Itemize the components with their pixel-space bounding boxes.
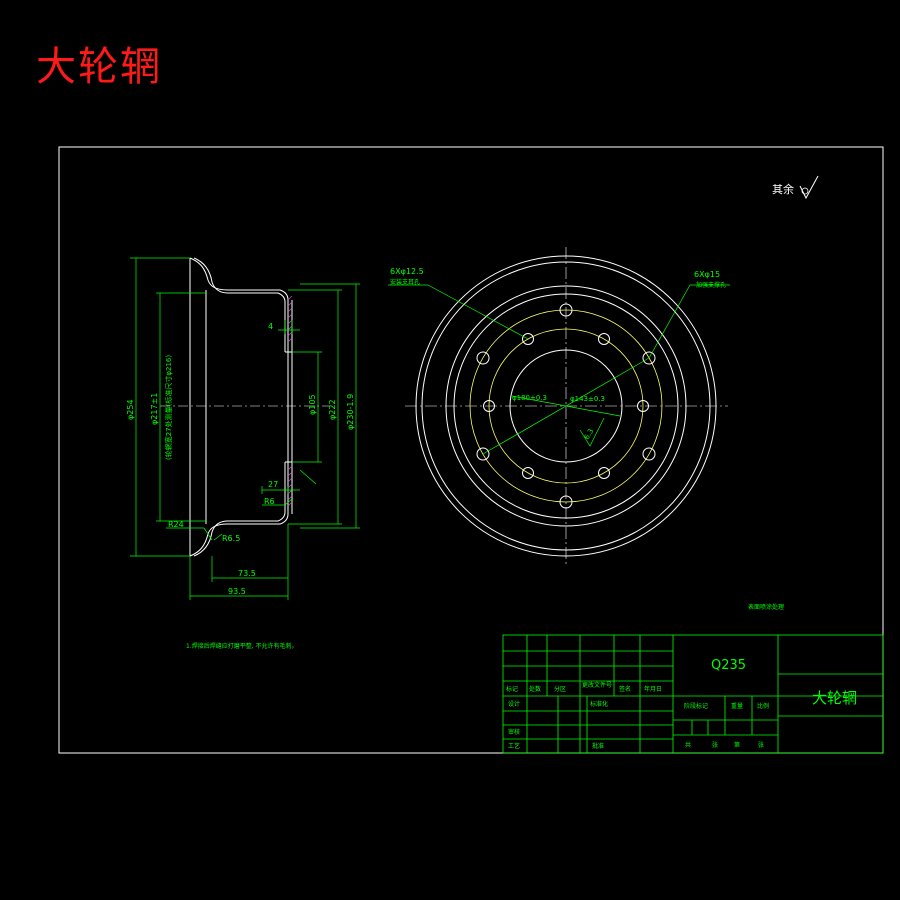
tb-row-label-4: 签名 <box>619 685 631 693</box>
dim-phi222: φ222 <box>328 399 337 420</box>
dim-r6: R6 <box>264 497 275 506</box>
dim-rim-note: (轮辋宽27处测量(标准尺寸φ216) <box>164 355 173 460</box>
title-block <box>502 634 884 754</box>
side-view <box>160 257 330 557</box>
dim-r24: R24 <box>168 520 184 529</box>
hole-right-note: 加强支撑孔 <box>696 281 726 289</box>
tb-material: Q235 <box>711 658 746 673</box>
side-view-dimensions <box>130 257 360 600</box>
tb-sheet-zhang: 张 <box>712 741 718 749</box>
dim-phi254: φ254 <box>126 399 135 420</box>
front-view-labels: 6Xφ12.5 安装支耳孔 6Xφ15 加强支撑孔 φ180±0.3 φ143±… <box>390 267 726 441</box>
tech-note: 1.焊接后焊缝应打磨平整, 不允许有毛刺。 <box>186 642 298 650</box>
dim-w735: 73.5 <box>238 569 256 578</box>
tb-left-label-0: 设计 <box>508 700 520 708</box>
svg-text:其余: 其余 <box>772 182 794 196</box>
treatment-note: 表面喷涂处理 <box>748 603 784 611</box>
drawing-frame <box>58 146 884 754</box>
title-block-labels: Q235 大轮辋 标记 处数 分区 更改文件号 签名 年月日 设计 审核 工艺 … <box>506 658 857 750</box>
tb-scale: 比例 <box>757 702 769 710</box>
dim-phi105: φ105 <box>308 394 317 415</box>
dim-w935: 93.5 <box>228 587 246 596</box>
tb-row-label-5: 年月日 <box>644 685 662 693</box>
front-view <box>405 247 728 566</box>
tb-row-label-2: 分区 <box>554 685 566 693</box>
tb-sheet-zhang2: 张 <box>758 741 764 749</box>
front-view-dimensions <box>388 284 730 455</box>
side-view-labels: φ254 φ217±1 (轮辋宽27处测量(标准尺寸φ216) 4 φ105 φ… <box>126 322 355 596</box>
page-title: 大轮辋 <box>36 44 162 90</box>
tb-left-label-2: 工艺 <box>508 742 520 750</box>
pcd1-label: φ180±0.3 <box>512 394 547 402</box>
dim-phi217: φ217±1 <box>150 393 159 425</box>
hole-right-label: 6Xφ15 <box>694 270 720 279</box>
hole-left-note: 安装支耳孔 <box>390 278 420 286</box>
pcd2-label: φ143±0.3 <box>570 395 605 403</box>
tb-row-label-1: 处数 <box>529 685 541 693</box>
dim-phi230: φ230-1.9 <box>346 394 355 430</box>
tb-part-name: 大轮辋 <box>812 689 857 707</box>
hole-left-label: 6Xφ12.5 <box>390 267 424 276</box>
tb-sheet-di: 第 <box>734 741 740 749</box>
tb-row-label-3: 更改文件号 <box>582 681 612 689</box>
tb-left-label-1: 审核 <box>508 728 520 736</box>
tb-row-label-0: 标记 <box>506 685 518 693</box>
tb-std: 标准化 <box>590 700 608 708</box>
surface-roughness-note: 其余 <box>772 175 819 200</box>
dim-r65: R6.5 <box>222 534 240 543</box>
tb-sheet-of: 共 <box>685 741 691 749</box>
tb-stage: 阶段标记 <box>684 702 708 710</box>
dim-w4: 4 <box>268 322 273 331</box>
dim-w27: 27 <box>268 480 278 489</box>
tb-weight: 重量 <box>731 702 743 710</box>
tb-approve: 批准 <box>592 742 604 750</box>
